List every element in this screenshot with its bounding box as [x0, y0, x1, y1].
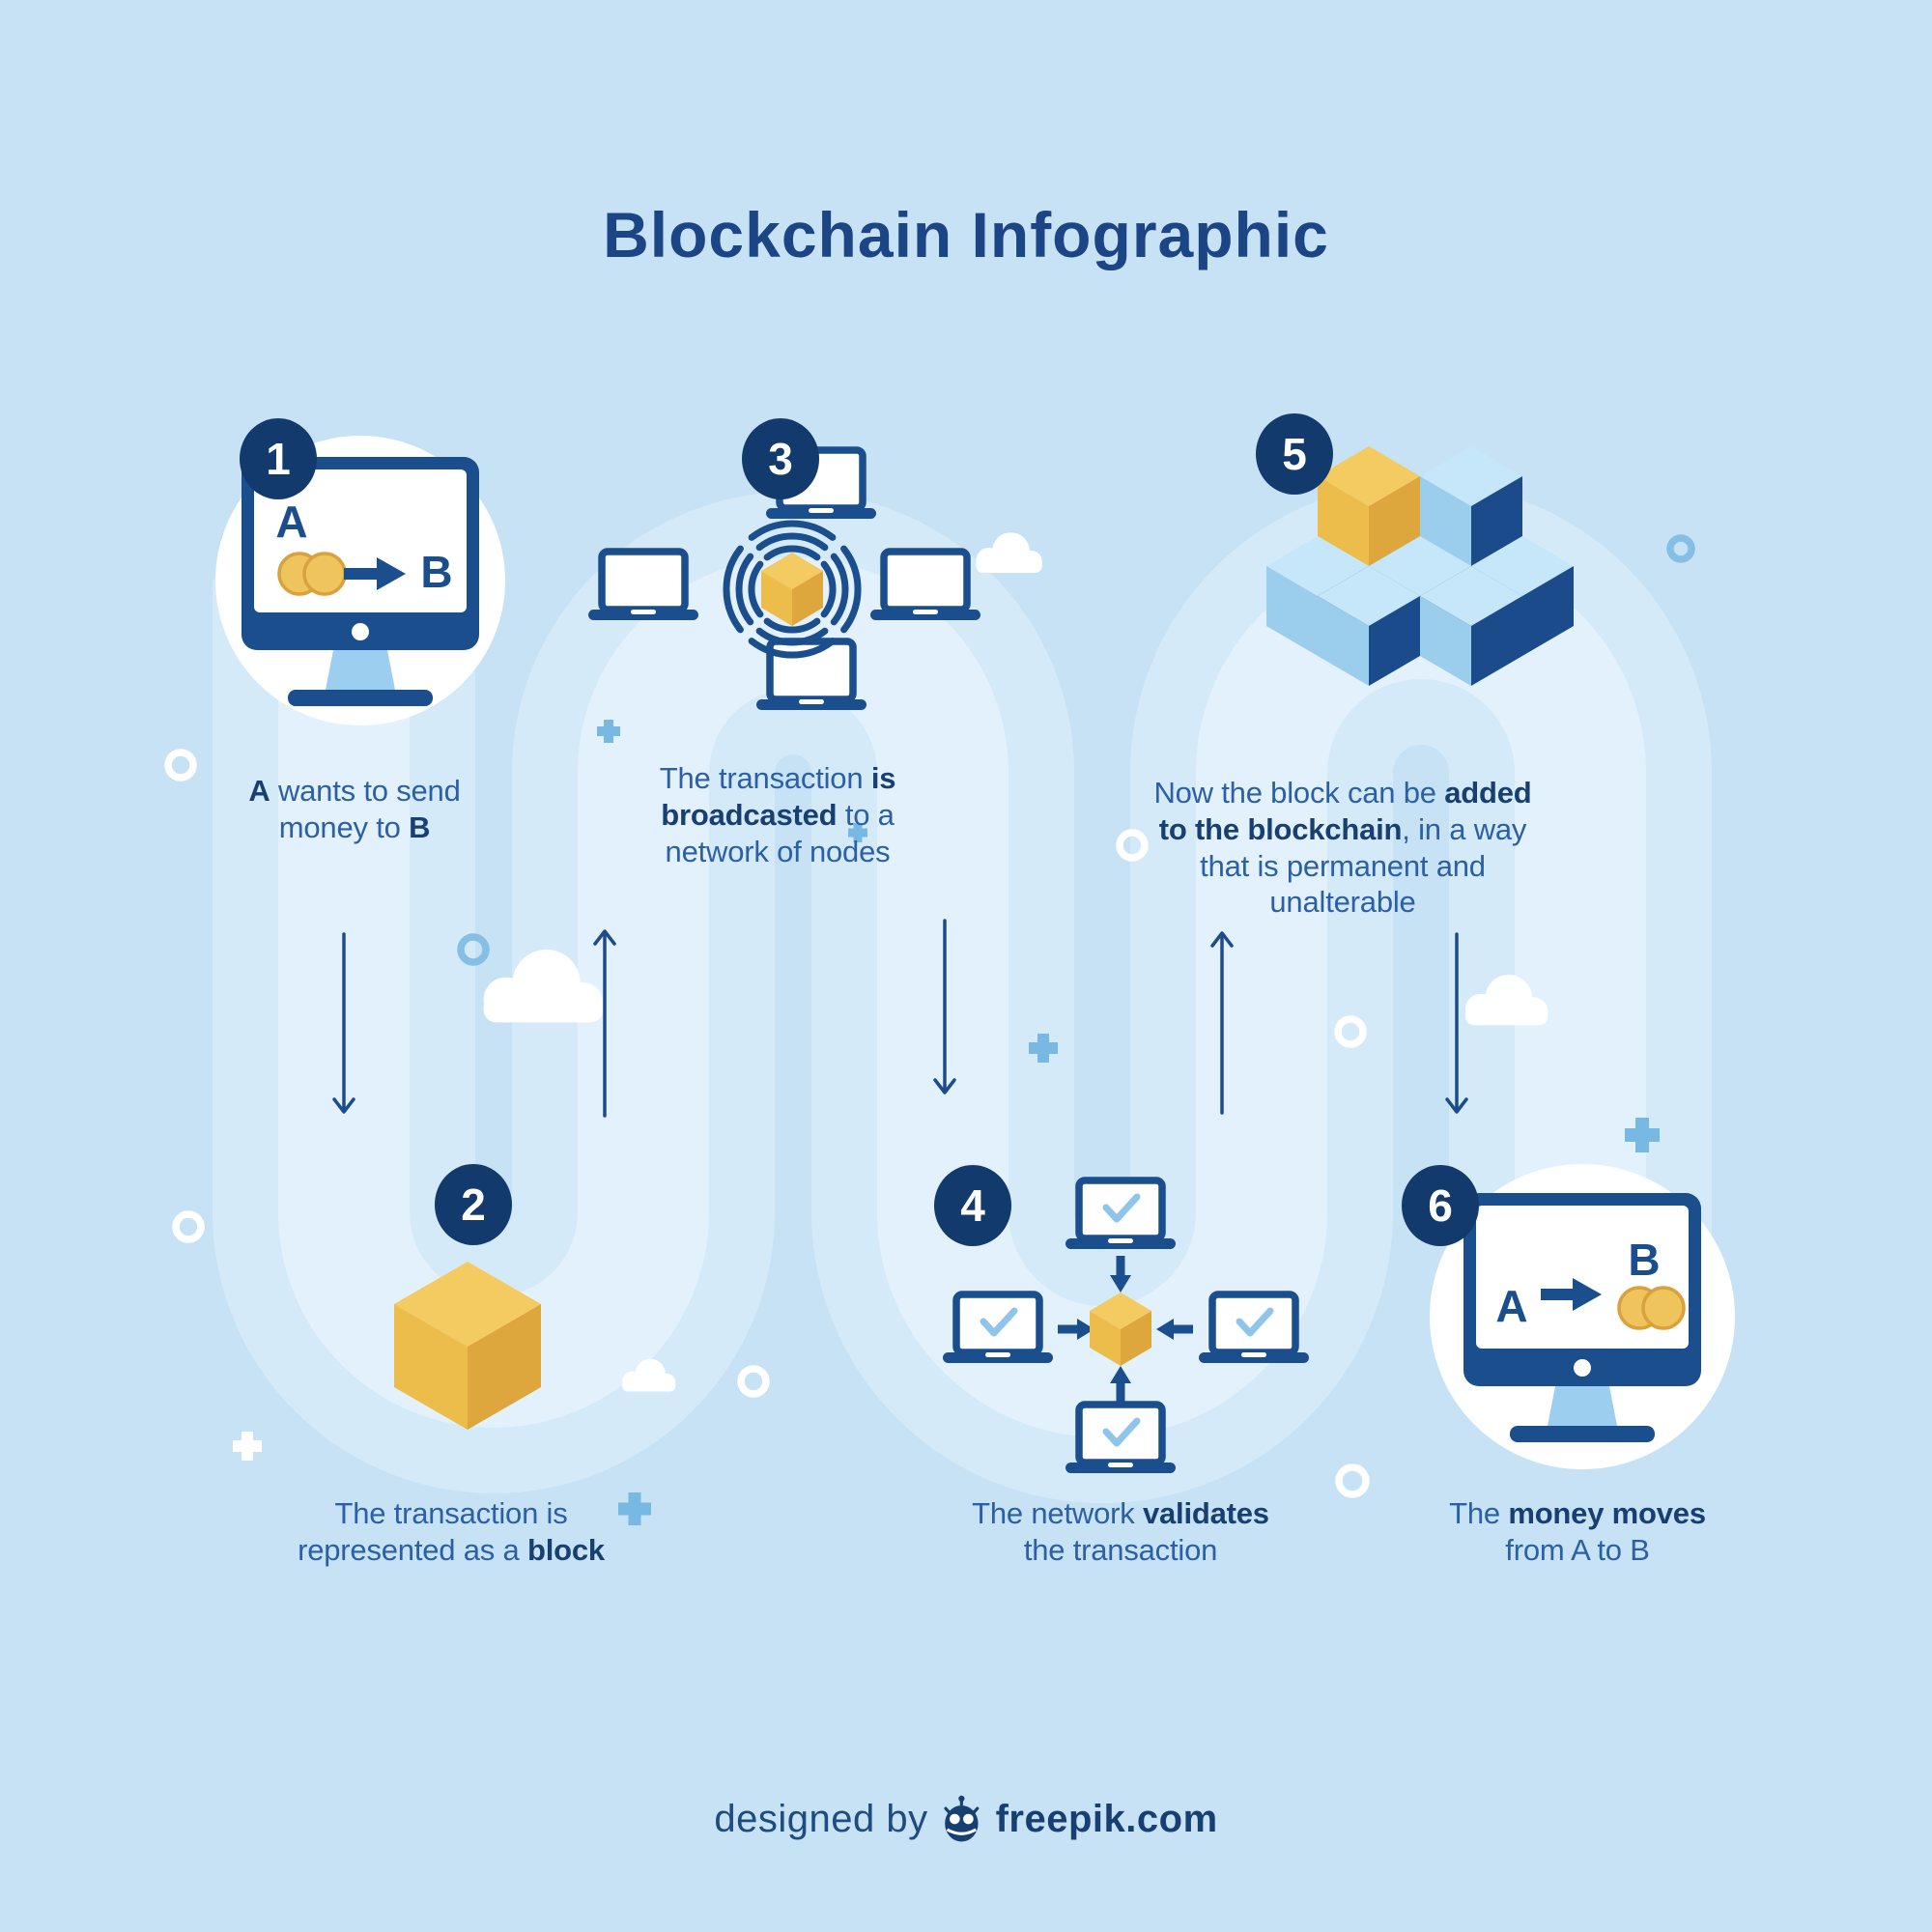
ring-icon [164, 534, 1695, 1498]
step-4-validation-icon [943, 1180, 1309, 1473]
transfer-arrow-icon [344, 557, 406, 590]
monitor-power-dot [1574, 1359, 1591, 1377]
wifi-signal-icon [723, 520, 862, 659]
step-2-block-icon [394, 1262, 541, 1430]
plus-icon [233, 720, 1660, 1525]
step-1-monitor-icon: A B [215, 436, 505, 725]
coins-icon [1617, 1286, 1686, 1330]
flow-arrow-4-5 [1210, 931, 1234, 1115]
designed-by-label: designed by [714, 1797, 928, 1840]
step-2-caption: The transaction is represented as a bloc… [298, 1496, 605, 1567]
step-6-monitor-icon: A B [1430, 1164, 1735, 1469]
flow-arrow-2-3 [593, 929, 616, 1118]
step-1-caption: A wants to send money to B [248, 774, 461, 844]
step-5-caption: Now the block can be added to the blockc… [1153, 776, 1532, 920]
laptop-icon [870, 552, 980, 620]
transfer-arrow-icon [1541, 1278, 1602, 1311]
step-4-caption: The network validates the transaction [972, 1496, 1269, 1567]
screen-label-b: B [1628, 1235, 1660, 1285]
step-badge-2: 2 [435, 1164, 512, 1245]
step-badge-5: 5 [1256, 413, 1333, 495]
step-badge-4: 4 [934, 1165, 1011, 1246]
step-badge-3: 3 [742, 418, 819, 499]
flow-arrow-3-4 [933, 919, 956, 1094]
validate-arrows [1058, 1256, 1193, 1403]
step-3-broadcast-icon [588, 450, 980, 710]
step-badge-6: 6 [1402, 1165, 1479, 1246]
freepik-brand-label: freepik.com [995, 1797, 1218, 1840]
step-badge-1: 1 [240, 418, 317, 499]
freepik-logo-icon [944, 1795, 980, 1842]
laptop-check-icon [943, 1294, 1053, 1363]
screen-label-b: B [420, 547, 452, 597]
laptop-icon [588, 552, 698, 620]
step-3-caption: The transaction is broadcasted to a netw… [659, 761, 896, 868]
step-6-caption: The money moves from A to B [1449, 1496, 1706, 1567]
coins-icon [277, 552, 347, 596]
page-title: Blockchain Infographic [603, 199, 1329, 270]
footer-credit: designed by freepik.com [714, 1795, 1217, 1843]
screen-label-a: A [275, 497, 307, 547]
laptop-check-icon [1065, 1180, 1176, 1249]
laptop-check-icon [1199, 1294, 1309, 1363]
monitor-power-dot [352, 623, 369, 640]
flow-arrow-1-2 [332, 932, 355, 1114]
flow-arrow-5-6 [1445, 932, 1468, 1114]
screen-label-a: A [1495, 1281, 1527, 1331]
laptop-check-icon [1065, 1405, 1176, 1473]
